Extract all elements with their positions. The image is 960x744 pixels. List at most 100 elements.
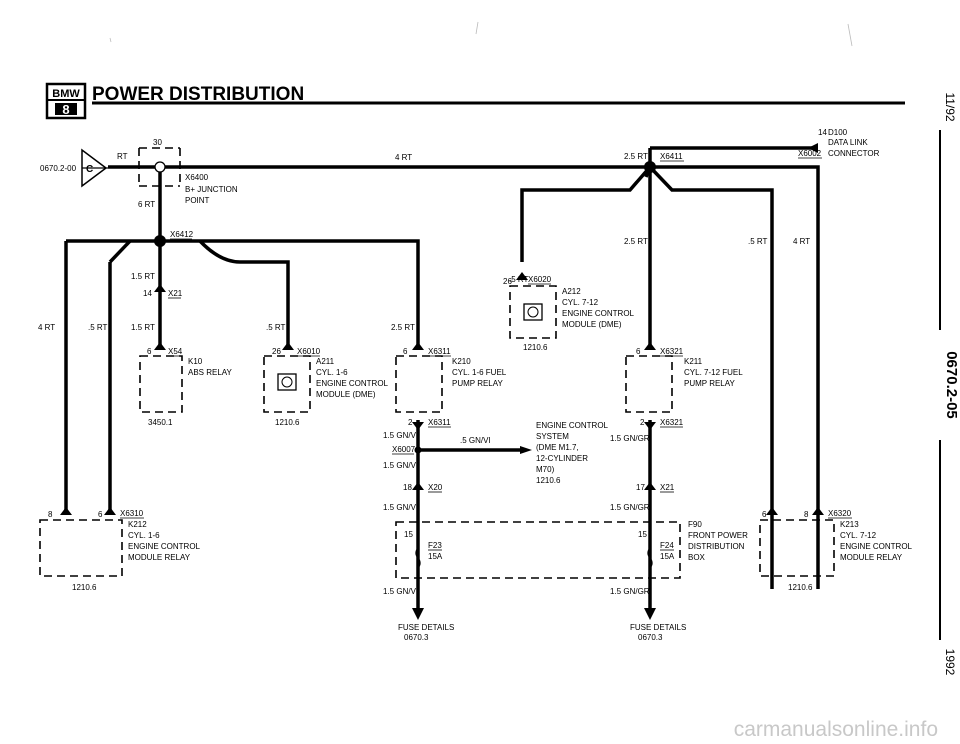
ecs-ref: 1210.6 — [536, 476, 561, 485]
k10-box — [139, 355, 183, 413]
datalink-name2: CONNECTOR — [828, 149, 880, 158]
wire-25rt-right: 2.5 RT — [624, 237, 648, 246]
ecs-l5: M70) — [536, 465, 555, 474]
ecs-l3: (DME M1.7, — [536, 443, 579, 452]
page-title: POWER DISTRIBUTION — [92, 84, 304, 105]
a211-l1: CYL. 1-6 — [316, 368, 348, 377]
junction-name2: POINT — [185, 196, 210, 205]
f90-id: F90 — [688, 520, 702, 529]
x6411-label: X6411 — [660, 152, 683, 161]
wire-4rt-left: 4 RT — [38, 323, 55, 332]
wire-6rt: 6 RT — [138, 200, 155, 209]
sidebar-year: 1992 — [943, 649, 957, 676]
k213-l3: MODULE RELAY — [840, 553, 903, 562]
a212-l1: CYL. 7-12 — [562, 298, 599, 307]
x6310-pin-a: 8 — [48, 510, 53, 519]
fuse-details-right: FUSE DETAILS — [630, 623, 686, 632]
wire-gnvi-d: 1.5 GN/VI — [383, 587, 418, 596]
scan-specks — [109, 21, 853, 47]
fuse-details-left-ref: 0670.3 — [404, 633, 429, 642]
k211-l2: PUMP RELAY — [684, 379, 735, 388]
wires — [64, 146, 820, 610]
datalink-pin: 14 — [818, 128, 827, 137]
x6311b-pin: 2 — [408, 418, 413, 427]
datalink-name: DATA LINK — [828, 138, 868, 147]
ecs-l4: 12-CYLINDER — [536, 454, 588, 463]
k213-l1: CYL. 7-12 — [840, 531, 877, 540]
wire-gngr-c: 1.5 GN/GR — [610, 587, 650, 596]
wire-gnvi-a: 1.5 GN/VI — [383, 431, 418, 440]
f90-box — [395, 521, 681, 579]
component-boxes — [39, 285, 835, 579]
x21b-pin: 17 — [636, 483, 645, 492]
f23-amp: 15A — [428, 552, 443, 561]
wire-25rt-top: 2.5 RT — [624, 152, 648, 161]
x6320-pin-a: 6 — [762, 510, 767, 519]
left-conn-letter: C — [86, 164, 93, 175]
x6412-label: X6412 — [170, 230, 194, 239]
x21-pin: 14 — [143, 289, 152, 298]
k211-box — [625, 355, 673, 413]
datalink-code: D100 — [828, 128, 848, 137]
wire-4rt-main: 4 RT — [395, 153, 412, 162]
left-conn-ref: 0670.2-00 — [40, 164, 77, 173]
x20-pin: 18 — [403, 483, 412, 492]
sidebar-section: 0670.2-05 — [943, 351, 960, 419]
f24-amp: 15A — [660, 552, 675, 561]
x6320-label: X6320 — [828, 509, 852, 518]
logo-text: BMW — [52, 88, 80, 100]
x6311-pin: 6 — [403, 347, 408, 356]
k10-id: K10 — [188, 357, 203, 366]
k210-box — [395, 355, 443, 413]
wire-4rt-right: 4 RT — [793, 237, 810, 246]
a212-l3: MODULE (DME) — [562, 320, 622, 329]
x6321-pin: 6 — [636, 347, 641, 356]
wire-gngr-a: 1.5 GN/GR — [610, 434, 650, 443]
k212-l1: CYL. 1-6 — [128, 531, 160, 540]
k212-l3: MODULE RELAY — [128, 553, 191, 562]
f90-l3: BOX — [688, 553, 706, 562]
x6010-pin: 26 — [272, 347, 281, 356]
wire-rt: RT — [117, 152, 128, 161]
x54-label: X54 — [168, 347, 183, 356]
wire-gnvi-c: 1.5 GN/VI — [383, 503, 418, 512]
x6010-label: X6010 — [297, 347, 321, 356]
labels: 0670.2-00 C RT 30 X6400 B+ JUNCTION POIN… — [38, 128, 913, 642]
datalink-id: X6002 — [798, 149, 822, 158]
watermark: carmanualsonline.info — [734, 718, 938, 741]
wire-05gnvi: .5 GN/VI — [460, 436, 491, 445]
x6311b-label: X6311 — [428, 418, 451, 427]
a212-l2: ENGINE CONTROL — [562, 309, 635, 318]
k213-id: K213 — [840, 520, 859, 529]
a212-id: A212 — [562, 287, 581, 296]
a212-ref: 1210.6 — [523, 343, 548, 352]
x20-label: X20 — [428, 483, 443, 492]
wire-gngr-b: 1.5 GN/GR — [610, 503, 650, 512]
junction-pin: 30 — [153, 138, 162, 147]
a211-id: A211 — [316, 357, 335, 366]
wire-25rt-k210: 2.5 RT — [391, 323, 415, 332]
x6311-label: X6311 — [428, 347, 451, 356]
wire-05rt-a212: .5 RT — [509, 275, 529, 284]
x6007-label: X6007 — [392, 445, 416, 454]
logo-series: 8 — [62, 102, 69, 117]
junction-id: X6400 — [185, 173, 209, 182]
a211-l2: ENGINE CONTROL — [316, 379, 389, 388]
k212-box — [39, 519, 123, 577]
wire-gnvi-b: 1.5 GN/VI — [383, 461, 418, 470]
a211-l3: MODULE (DME) — [316, 390, 376, 399]
wire-15rt-b: 1.5 RT — [131, 323, 155, 332]
k210-id: K210 — [452, 357, 471, 366]
f23-id: F23 — [428, 541, 442, 550]
k212-ref: 1210.6 — [72, 583, 97, 592]
f90-pin-left: 15 — [404, 530, 413, 539]
junction-name: B+ JUNCTION — [185, 185, 238, 194]
a211-ref: 1210.6 — [275, 418, 300, 427]
ecs-l1: ENGINE CONTROL — [536, 421, 609, 430]
k210-l1: CYL. 1-6 FUEL — [452, 368, 507, 377]
k210-l2: PUMP RELAY — [452, 379, 503, 388]
f90-l2: DISTRIBUTION — [688, 542, 745, 551]
a211-box — [263, 355, 311, 413]
